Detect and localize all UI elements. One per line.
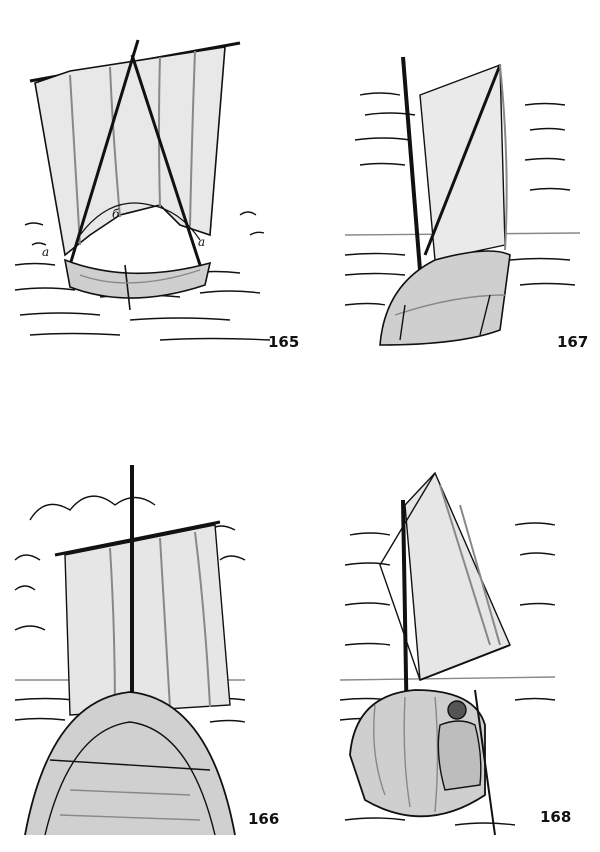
figure-number-165: 165 [268, 333, 300, 351]
figure-number-168: 168 [540, 808, 572, 826]
label-a-right: a [198, 235, 206, 249]
label-b: б [112, 207, 120, 221]
figure-167 [340, 55, 585, 350]
figure-number-166: 166 [248, 810, 280, 828]
figure-166 [10, 460, 250, 840]
figure-168 [335, 465, 560, 840]
figure-165: a б a [10, 35, 300, 355]
figure-166-illustration [14, 465, 246, 836]
figure-165-illustration [14, 39, 271, 341]
label-a-left: a [42, 245, 50, 259]
figure-167-illustration [344, 56, 581, 346]
figure-number-167: 167 [557, 333, 589, 351]
figure-168-illustration [339, 471, 556, 836]
